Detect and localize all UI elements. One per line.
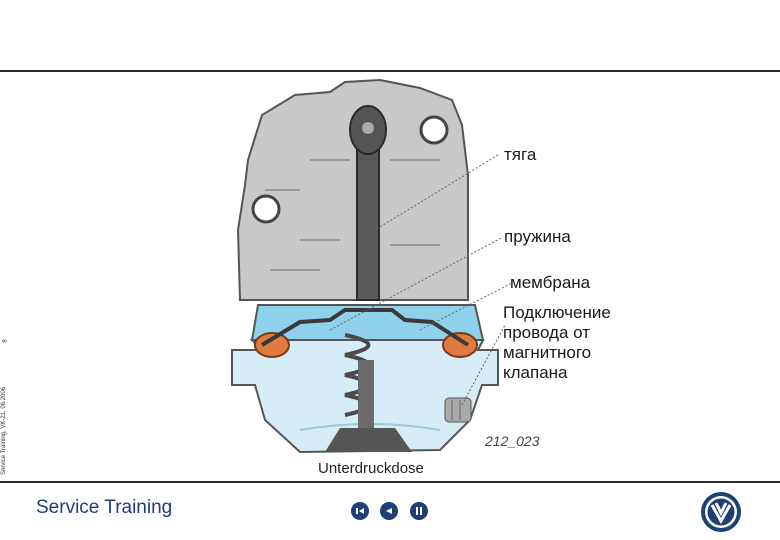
first-icon [351,502,369,520]
vw-logo [700,491,742,533]
rod [357,140,379,300]
label-connection: Подключение провода от магнитного клапан… [503,303,638,383]
previous-button[interactable] [380,502,398,520]
figure-caption: Unterdruckdose [318,460,424,477]
previous-icon [380,502,398,520]
seal-left [255,333,289,357]
seal-right [443,333,477,357]
label-rod: тяга [504,145,536,165]
pause-button[interactable] [410,502,428,520]
label-membrane: мембрана [510,273,590,293]
label-spring: пружина [504,227,571,247]
footer-title: Service Training [36,497,172,519]
figure-id: 212_023 [485,433,540,449]
pause-icon [410,502,428,520]
first-button[interactable] [351,502,369,520]
mount-hole-left [253,196,279,222]
connection-nipple [445,398,471,422]
mount-hole-right [421,117,447,143]
